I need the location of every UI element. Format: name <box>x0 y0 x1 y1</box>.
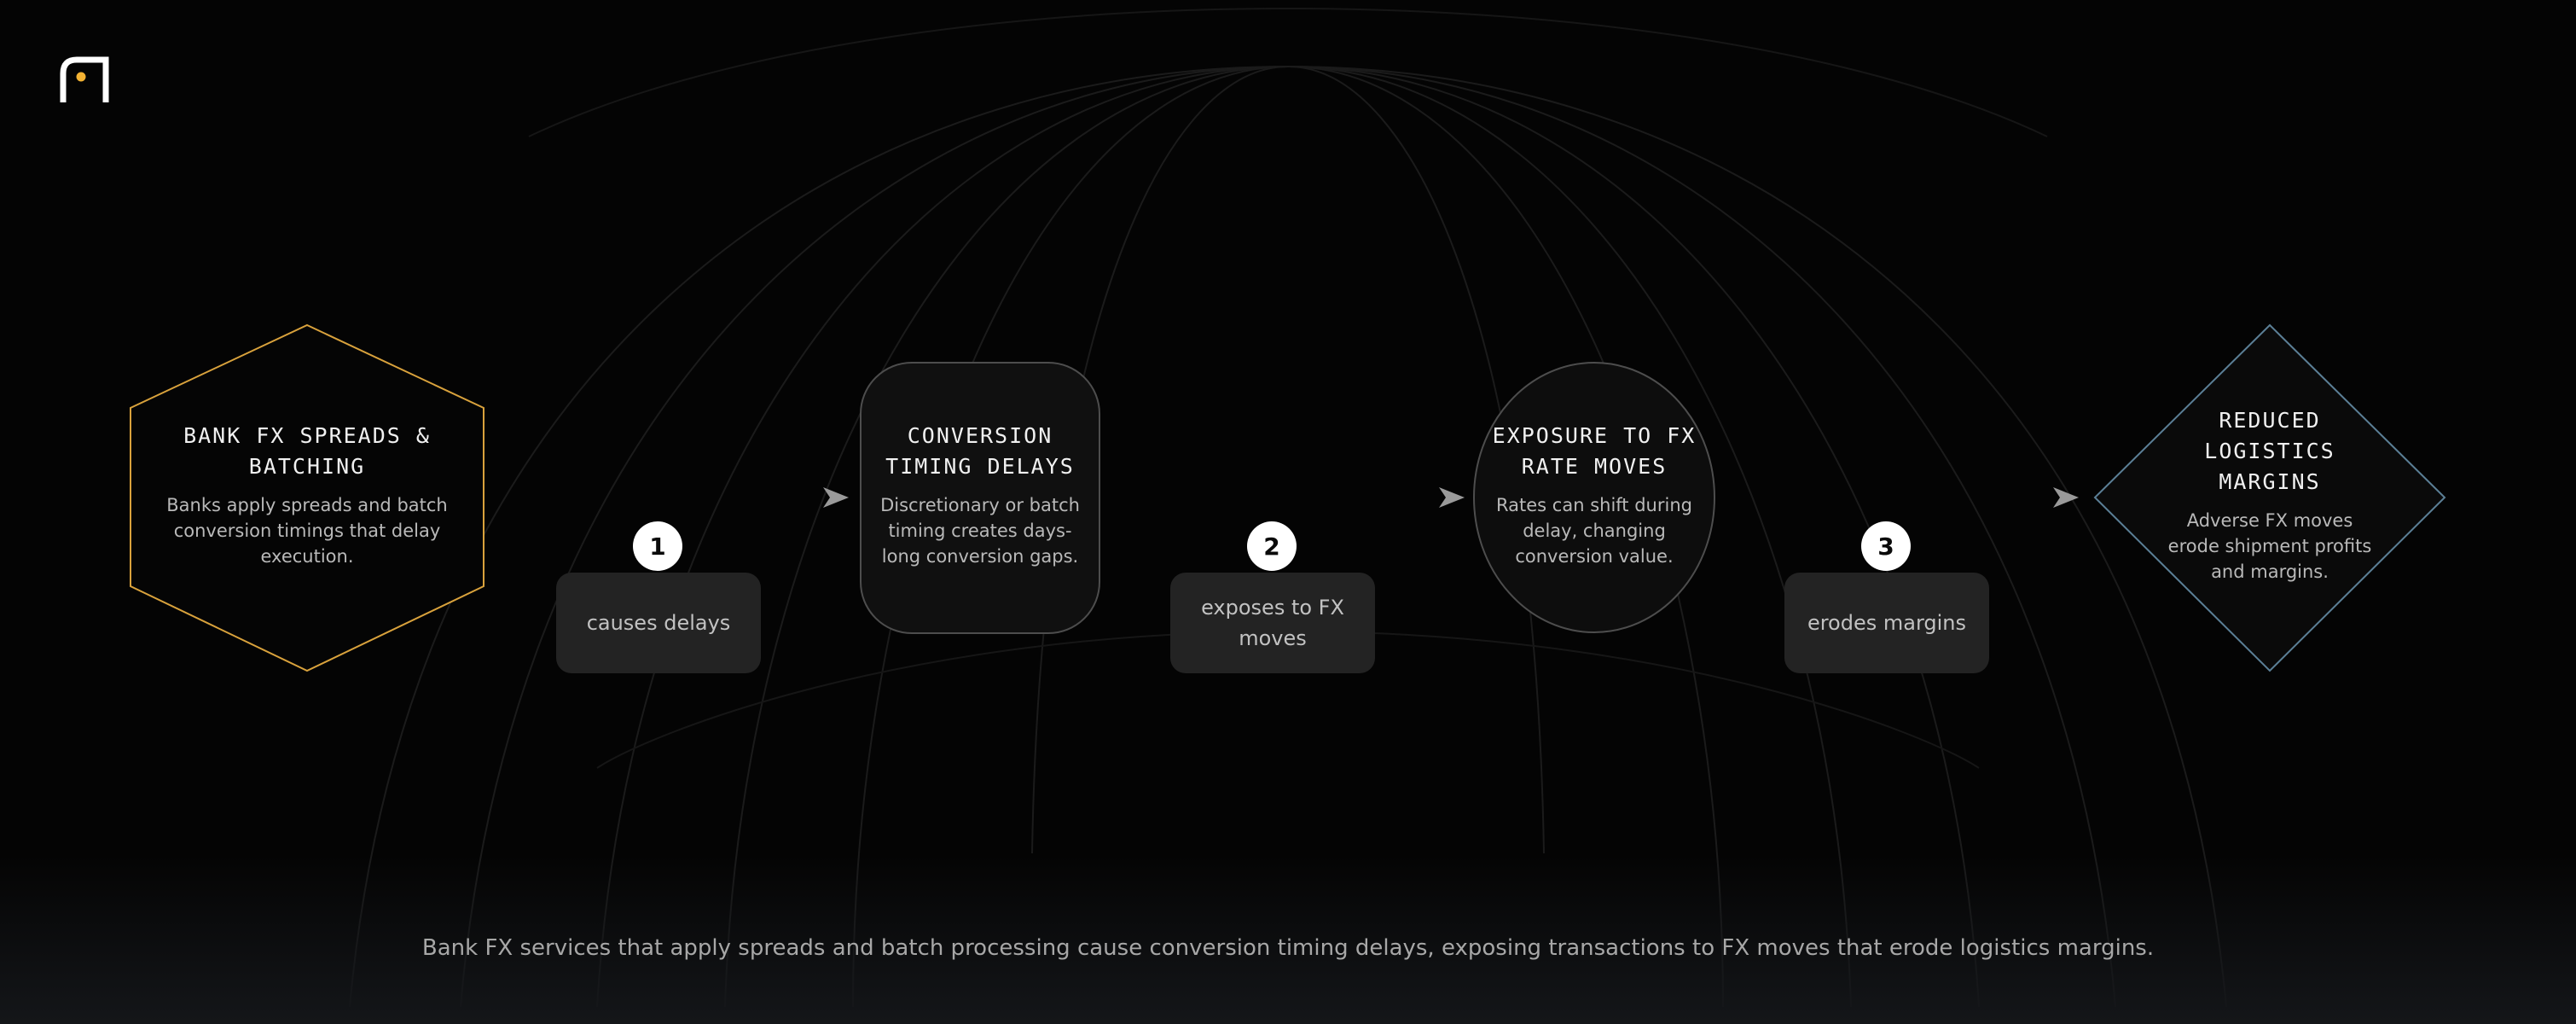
edge-label-2: exposes to FX moves <box>1170 573 1375 673</box>
edge-label-2-text: exposes to FX moves <box>1201 596 1344 650</box>
node-1-title: BANK FX SPREADS & BATCHING <box>183 423 431 479</box>
edge-label-3-text: erodes margins <box>1807 611 1967 635</box>
node-3: EXPOSURE TO FX RATE MOVES Rates can shif… <box>1479 367 1709 623</box>
connector-3-arrowhead <box>2053 487 2079 508</box>
node-2-description: Discretionary or batch timing creates da… <box>880 495 1080 567</box>
node-2: CONVERSION TIMING DELAYS Discretionary o… <box>869 367 1091 623</box>
node-3-ellipse <box>1473 362 1715 633</box>
logo-dot <box>76 72 86 82</box>
edge-label-1-text: causes delays <box>586 611 731 635</box>
node-1-hexagon <box>130 323 484 672</box>
brand-logo-icon <box>60 56 109 102</box>
step-badge-2: 2 <box>1247 521 1297 571</box>
bottom-gradient <box>0 853 2576 1024</box>
node-2-rounded-box <box>860 362 1100 634</box>
connector-1-arrowhead <box>823 487 849 508</box>
node-4-diamond <box>2093 323 2446 672</box>
node-4-title: REDUCED LOGISTICS MARGINS <box>2204 408 2335 494</box>
step-badge-3: 3 <box>1861 521 1911 571</box>
node-1-description: Banks apply spreads and batch conversion… <box>166 495 448 567</box>
node-4-description: Adverse FX moves erode shipment profits … <box>2167 510 2372 582</box>
diagram-caption: Bank FX services that apply spreads and … <box>421 935 2155 961</box>
node-2-title: CONVERSION TIMING DELAYS <box>885 423 1075 479</box>
node-4: REDUCED LOGISTICS MARGINS Adverse FX mov… <box>2150 367 2389 623</box>
node-3-title: EXPOSURE TO FX RATE MOVES <box>1492 423 1697 479</box>
edge-label-1: causes delays <box>556 573 761 673</box>
step-badge-1: 1 <box>633 521 682 571</box>
edge-label-3: erodes margins <box>1784 573 1989 673</box>
node-3-description: Rates can shift during delay, changing c… <box>1496 495 1692 567</box>
node-1: BANK FX SPREADS & BATCHING Banks apply s… <box>154 367 461 623</box>
connector-2-arrowhead <box>1439 487 1465 508</box>
